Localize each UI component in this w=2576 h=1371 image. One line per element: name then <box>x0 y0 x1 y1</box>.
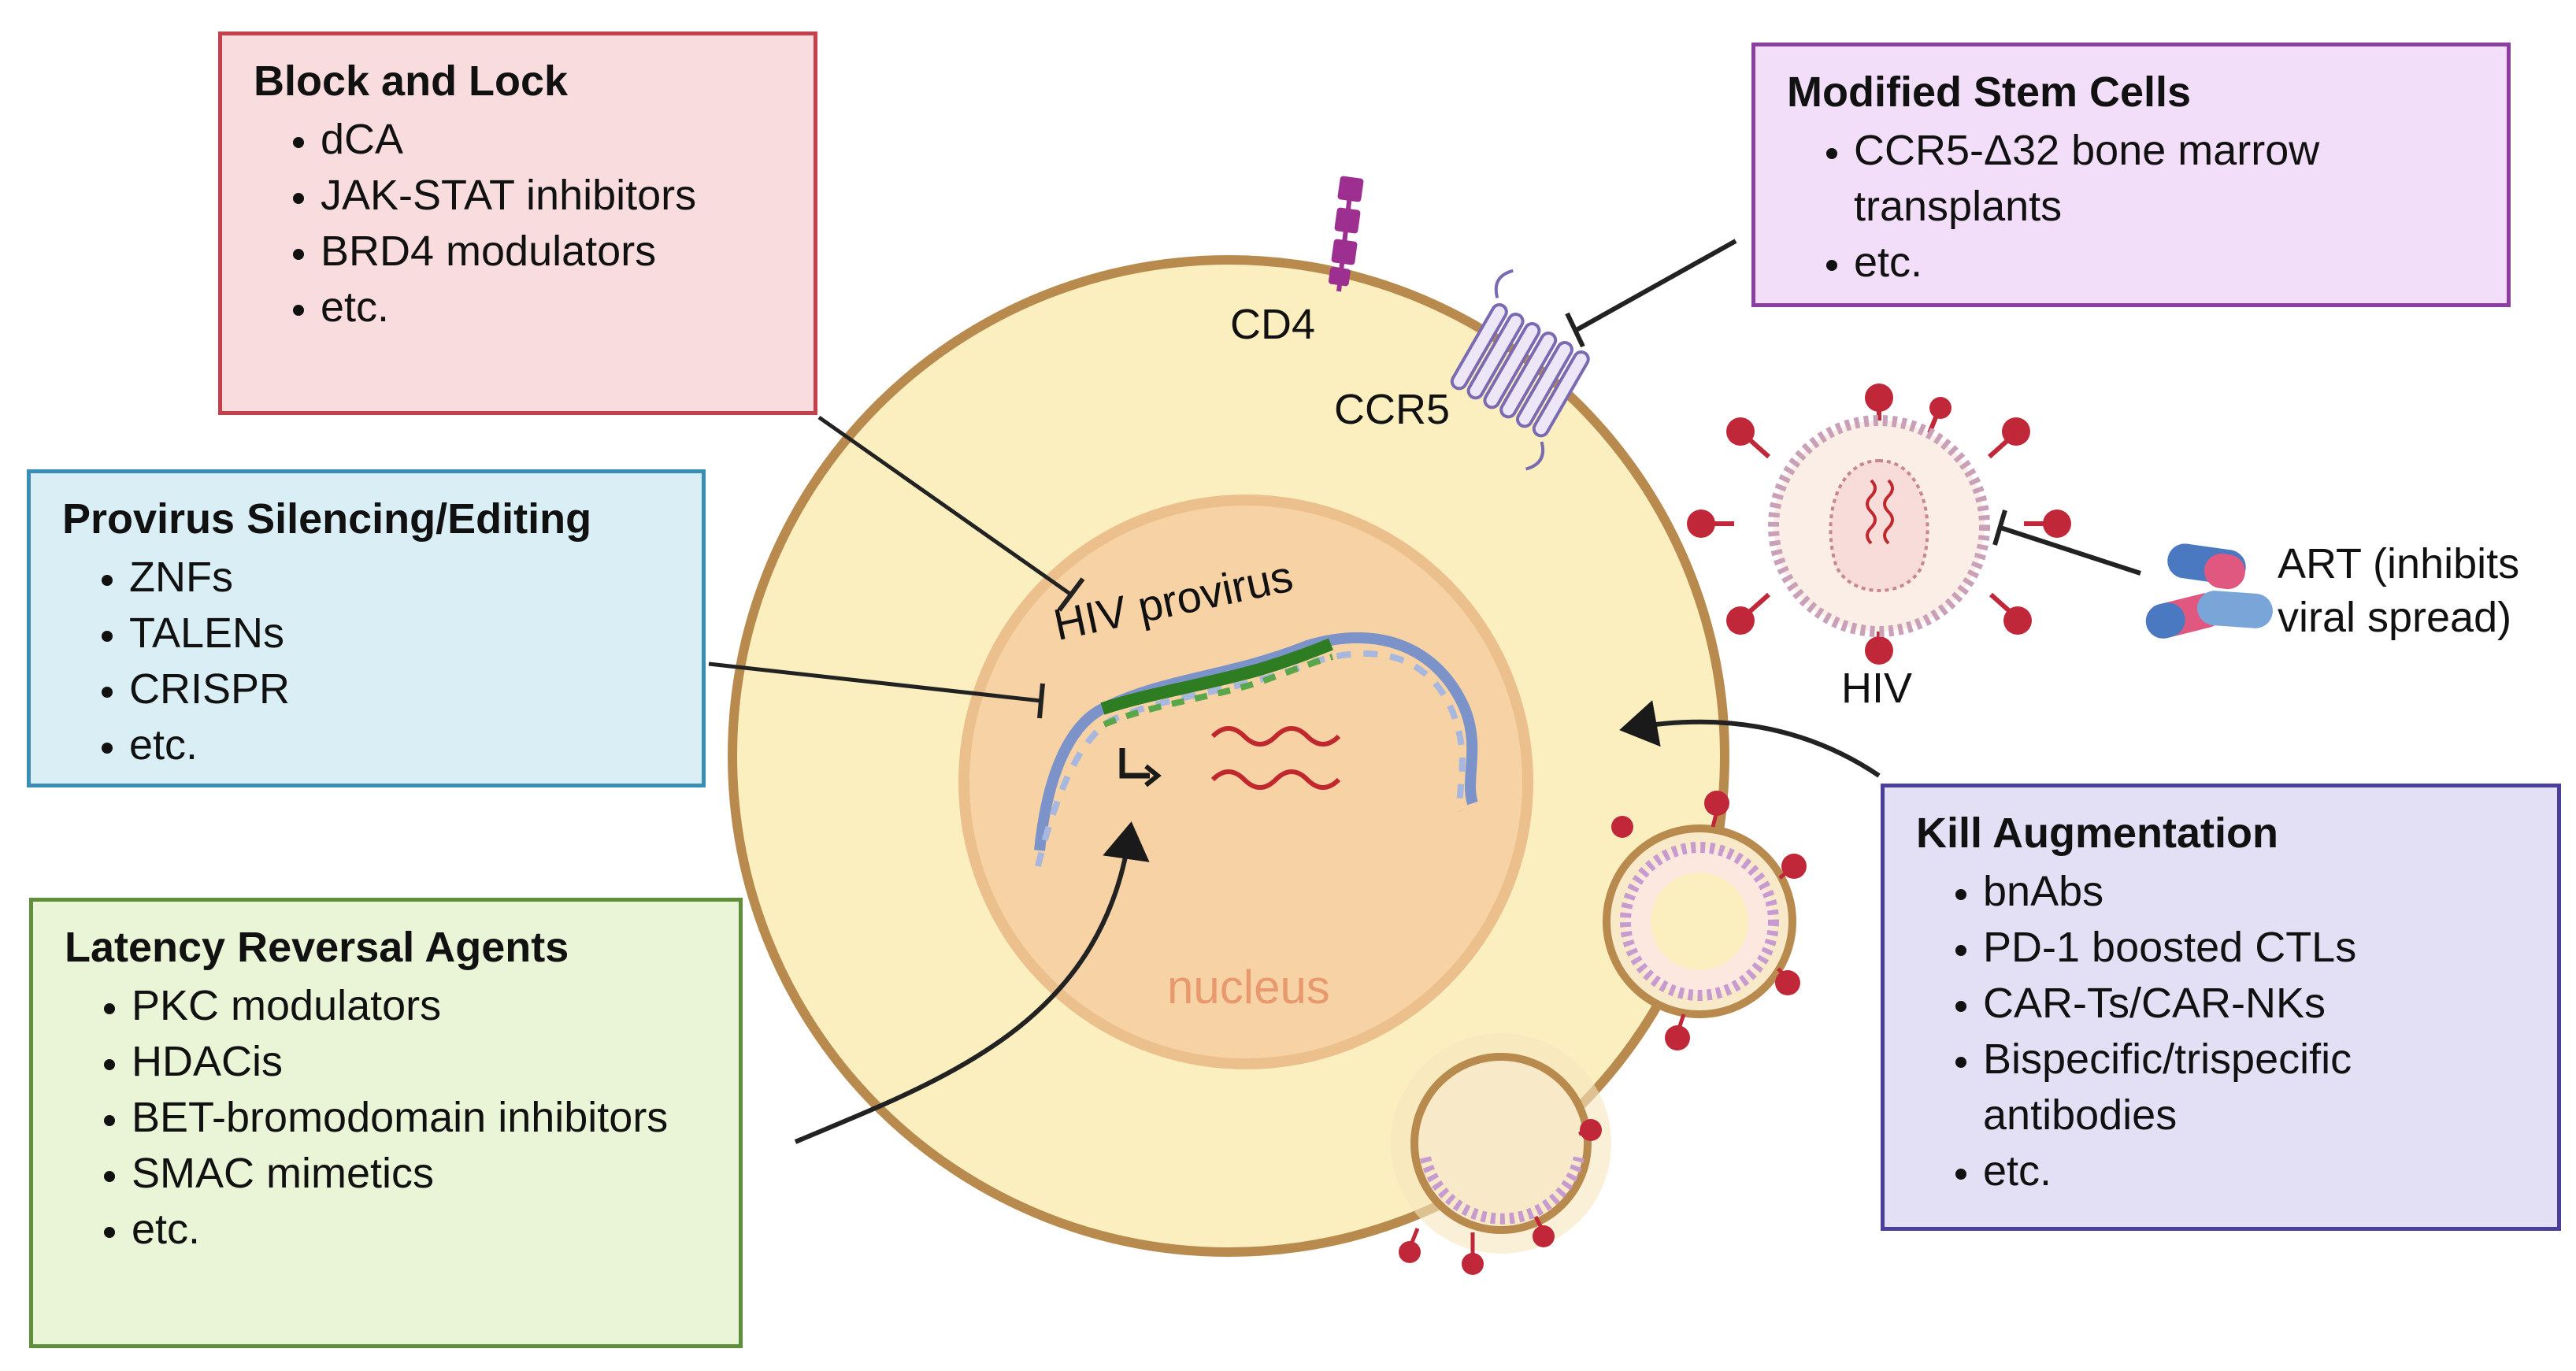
list-item: Bispecific/trispecific antibodies <box>1983 1032 2526 1143</box>
list-item: ZNFs <box>129 550 670 606</box>
list-item: JAK-STAT inhibitors <box>321 168 782 224</box>
activation-arrow-icon <box>794 700 1881 1144</box>
item-list: ZNFs TALENs CRISPR etc. <box>62 550 670 773</box>
box-title: Kill Augmentation <box>1916 810 2278 857</box>
list-item: dCA <box>321 112 782 168</box>
ccr5-label: CCR5 <box>1334 386 1451 433</box>
kill-augmentation-box: Kill Augmentation bnAbs PD-1 boosted CTL… <box>1881 784 2561 1231</box>
hiv-label: HIV <box>1841 665 1913 712</box>
item-list: CCR5-Δ32 bone marrow transplants etc. <box>1787 123 2475 291</box>
ccr5-receptor-icon <box>1450 269 1590 471</box>
list-item: etc. <box>132 1202 707 1258</box>
list-item: HDACis <box>132 1034 707 1090</box>
item-list: PKC modulators HDACis BET-bromodomain in… <box>65 978 707 1258</box>
modified-stem-cells-box: Modified Stem Cells CCR5-Δ32 bone marrow… <box>1751 43 2511 307</box>
list-item: etc. <box>321 280 782 335</box>
art-capsule-icon <box>2145 543 2273 639</box>
list-item: bnAbs <box>1983 864 2526 920</box>
viral-rna <box>1210 726 1341 790</box>
list-item: TALENs <box>129 606 670 661</box>
list-item: PKC modulators <box>132 978 707 1034</box>
list-item: etc. <box>1983 1143 2526 1199</box>
hiv-virion-icon <box>1687 384 2071 665</box>
cd4-receptor-icon <box>1328 176 1364 292</box>
list-item: SMAC mimetics <box>132 1146 707 1202</box>
cd4-label: CD4 <box>1230 301 1316 348</box>
item-list: dCA JAK-STAT inhibitors BRD4 modulators … <box>254 112 782 335</box>
block-and-lock-box: Block and Lock dCA JAK-STAT inhibitors B… <box>218 31 817 415</box>
budding-virion-icon <box>1603 791 1807 1050</box>
list-item: BET-bromodomain inhibitors <box>132 1090 707 1146</box>
hiv-provirus-dna <box>1034 632 1478 867</box>
art-label: ART (inhibits viral spread) <box>2278 540 2520 641</box>
list-item: CCR5-Δ32 bone marrow transplants <box>1854 123 2475 235</box>
item-list: bnAbs PD-1 boosted CTLs CAR-Ts/CAR-NKs B… <box>1916 864 2526 1199</box>
box-title: Modified Stem Cells <box>1787 69 2192 116</box>
list-item: CAR-Ts/CAR-NKs <box>1983 976 2526 1032</box>
list-item: PD-1 boosted CTLs <box>1983 920 2526 976</box>
latency-reversal-box: Latency Reversal Agents PKC modulators H… <box>29 898 743 1348</box>
budding-virion-icon <box>1391 1033 1611 1275</box>
inhibition-arrow-icon <box>708 239 2141 719</box>
list-item: etc. <box>1854 235 2475 291</box>
box-title: Latency Reversal Agents <box>65 924 569 971</box>
list-item: etc. <box>129 717 670 773</box>
box-title: Provirus Silencing/Editing <box>62 495 592 543</box>
box-title: Block and Lock <box>254 57 569 105</box>
provirus-silencing-box: Provirus Silencing/Editing ZNFs TALENs C… <box>27 469 706 787</box>
list-item: BRD4 modulators <box>321 224 782 280</box>
nucleus-label: nucleus <box>1167 961 1330 1013</box>
list-item: CRISPR <box>129 661 670 717</box>
